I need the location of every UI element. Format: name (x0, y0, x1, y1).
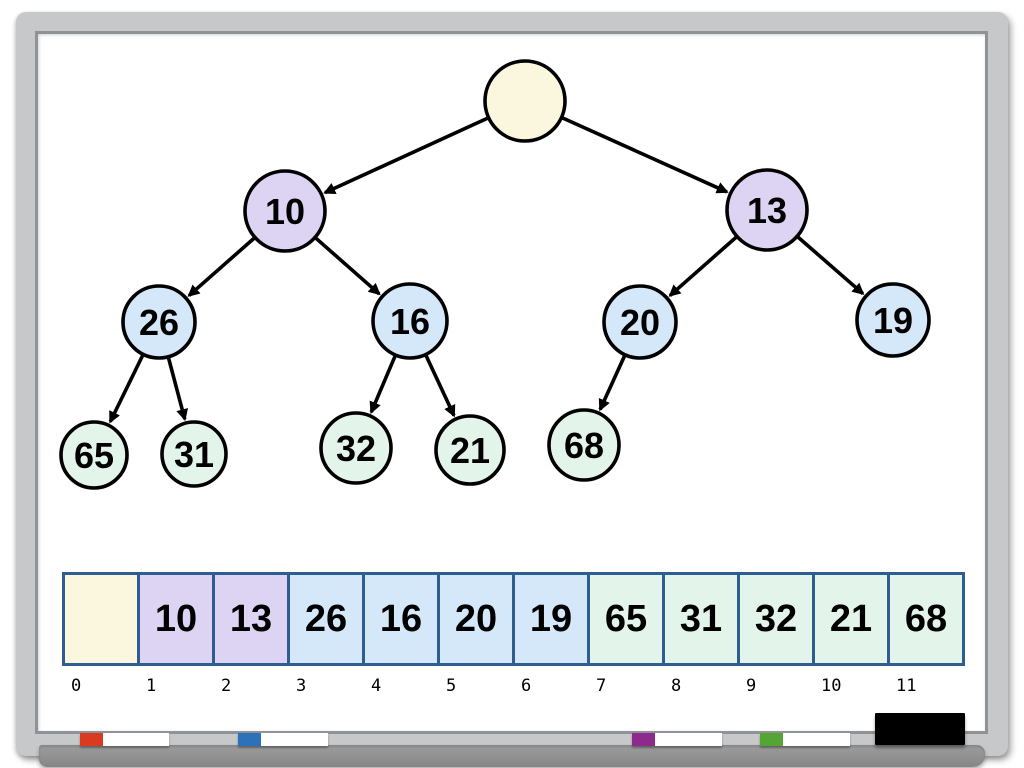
tree-node-label: 26 (139, 302, 179, 343)
array-cell-1: 10 (137, 575, 212, 663)
tree-node-13: 13 (725, 168, 809, 252)
tree-node-label: 20 (620, 302, 660, 343)
array-cell-10: 21 (812, 575, 887, 663)
array-cell-9: 32 (737, 575, 812, 663)
eraser[interactable] (875, 713, 965, 745)
green-marker-cap (760, 733, 783, 746)
array-index-label: 9 (746, 676, 757, 696)
array-index-label: 11 (896, 676, 917, 696)
purple-marker-body (655, 733, 722, 746)
tree-node-26: 26 (121, 284, 197, 360)
array-index-label: 4 (371, 676, 382, 696)
array-index-label: 2 (221, 676, 232, 696)
array-index-row: 0 1 2 3 4 5 6 7 8 9 10 11 (65, 676, 965, 696)
array-cell-2: 13 (212, 575, 287, 663)
tree-node-label: 21 (450, 430, 490, 471)
array-cell-11: 68 (887, 575, 962, 663)
tree-node-label: 16 (390, 301, 430, 342)
array-index-label: 8 (671, 676, 682, 696)
array-cell-7: 65 (587, 575, 662, 663)
array-index-label: 1 (146, 676, 157, 696)
tree-node-root-empty (483, 59, 567, 143)
array-index-label: 7 (596, 676, 607, 696)
tree-node-21: 21 (434, 414, 506, 486)
green-marker[interactable] (760, 733, 850, 746)
heap-tree-diagram: 10 13 26 16 20 19 65 31 32 21 68 (59, 59, 931, 490)
tree-node-19: 19 (855, 282, 931, 358)
tree-node-label: 68 (564, 425, 604, 466)
blue-marker[interactable] (238, 733, 328, 746)
red-marker[interactable] (80, 733, 169, 746)
tree-node-65: 65 (59, 420, 129, 490)
tree-edge-n26-n31 (166, 357, 189, 422)
tree-node-16: 16 (371, 282, 449, 360)
purple-marker[interactable] (632, 733, 722, 746)
array-cell-3: 26 (287, 575, 362, 663)
tree-edge-n13-n20 (668, 235, 738, 297)
tree-node-label: 65 (74, 435, 114, 476)
tree-node-label: 10 (265, 191, 305, 232)
array-cell-8: 31 (662, 575, 737, 663)
tree-node-label: 13 (747, 190, 787, 231)
tree-edge-root-n13 (561, 116, 729, 194)
blue-marker-cap (238, 733, 261, 746)
tree-edge-n16-n32 (369, 355, 397, 414)
tree-node-10: 10 (243, 169, 327, 253)
array-index-label: 10 (821, 676, 842, 696)
purple-marker-cap (632, 733, 655, 746)
green-marker-body (783, 733, 850, 746)
tree-edge-n20-n68 (598, 354, 627, 412)
array-cell-6: 19 (512, 575, 587, 663)
tree-edge-n26-n65 (108, 354, 145, 424)
tree-node-68: 68 (547, 408, 621, 482)
blue-marker-body (261, 733, 328, 746)
tree-edge-root-n10 (323, 116, 489, 195)
tree-node-20: 20 (602, 284, 678, 360)
array-index-label: 0 (71, 676, 82, 696)
marker-tray (39, 745, 985, 767)
array-index-label: 5 (446, 676, 457, 696)
tree-node-label: 19 (873, 300, 913, 341)
tree-node-31: 31 (160, 420, 228, 488)
tree-edge-n10-n16 (314, 236, 381, 296)
tree-node-label: 32 (336, 428, 376, 469)
array-cell-5: 20 (437, 575, 512, 663)
tree-node-label: 31 (174, 434, 214, 475)
tree-edge-n16-n21 (424, 354, 456, 418)
array-index-label: 6 (521, 676, 532, 696)
red-marker-cap (80, 733, 103, 746)
array-index-label: 3 (296, 676, 307, 696)
tree-edge-n10-n26 (187, 236, 256, 297)
array-cell-4: 16 (362, 575, 437, 663)
tree-edge-n13-n19 (796, 235, 865, 296)
array-cell-0 (65, 575, 137, 663)
tree-node-32: 32 (319, 411, 393, 485)
red-marker-body (103, 733, 169, 746)
